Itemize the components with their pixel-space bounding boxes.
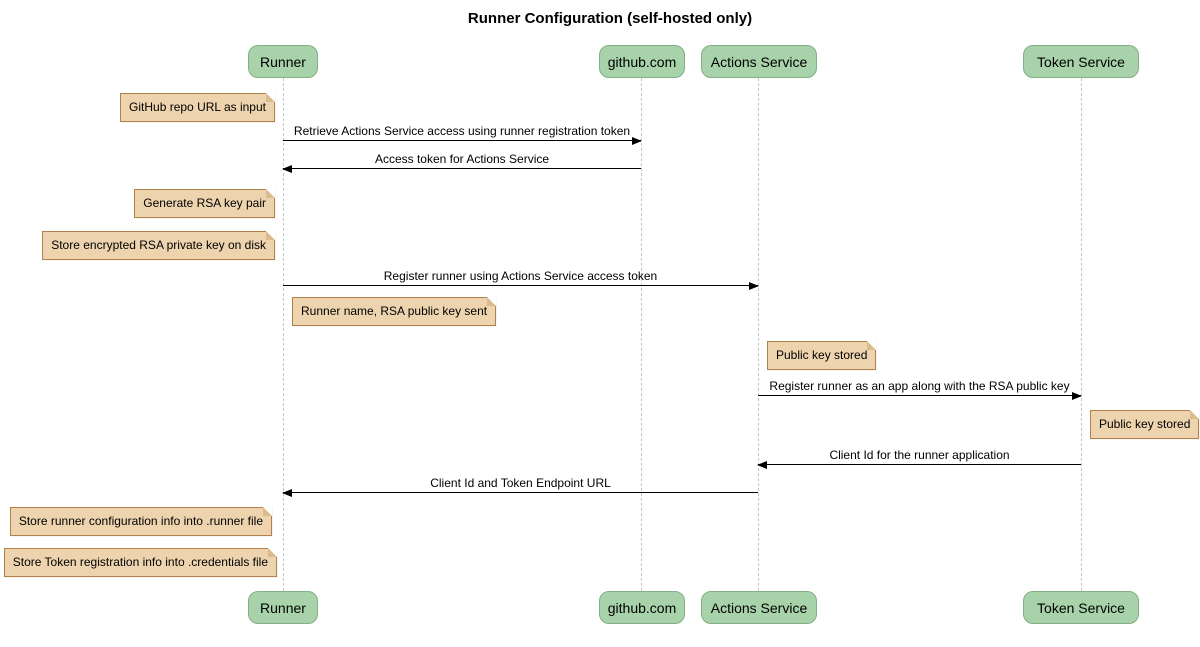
message-label: Client Id for the runner application bbox=[829, 448, 1010, 462]
participant-actions-service-top: Actions Service bbox=[701, 45, 817, 78]
arrowhead-left-icon bbox=[282, 165, 292, 173]
lifeline-token-service bbox=[1081, 78, 1082, 591]
arrowhead-left-icon bbox=[282, 489, 292, 497]
note-generate-rsa-key-pair: Generate RSA key pair bbox=[134, 189, 275, 218]
participant-runner-top: Runner bbox=[248, 45, 318, 78]
message-retrieve-actions-access: Retrieve Actions Service access using ru… bbox=[283, 121, 642, 145]
note-runner-name-sent: Runner name, RSA public key sent bbox=[292, 297, 497, 326]
arrowhead-right-icon bbox=[1072, 392, 1082, 400]
arrowhead-left-icon bbox=[757, 461, 767, 469]
arrowhead-right-icon bbox=[632, 137, 642, 145]
note-store-runner-file: Store runner configuration info into .ru… bbox=[9, 507, 273, 536]
message-client-id-endpoint: Client Id and Token Endpoint URL bbox=[282, 473, 758, 497]
note-github-repo-url: GitHub repo URL as input bbox=[120, 93, 275, 122]
lifeline-actions-service bbox=[758, 78, 759, 591]
lifeline-github bbox=[641, 78, 642, 591]
message-label: Access token for Actions Service bbox=[374, 152, 550, 166]
message-client-id: Client Id for the runner application bbox=[757, 445, 1081, 469]
arrowhead-right-icon bbox=[749, 282, 759, 290]
message-register-runner: Register runner using Actions Service ac… bbox=[283, 266, 759, 290]
message-label: Client Id and Token Endpoint URL bbox=[430, 476, 611, 490]
note-store-private-key: Store encrypted RSA private key on disk bbox=[42, 231, 275, 260]
diagram-title: Runner Configuration (self-hosted only) bbox=[467, 10, 753, 27]
note-public-key-stored-actions: Public key stored bbox=[767, 341, 877, 370]
participant-github-top: github.com bbox=[599, 45, 685, 78]
note-store-credentials-file: Store Token registration info into .cred… bbox=[3, 548, 278, 577]
participant-token-service-top: Token Service bbox=[1023, 45, 1139, 78]
participant-github-bottom: github.com bbox=[599, 591, 685, 624]
message-label: Retrieve Actions Service access using ru… bbox=[293, 124, 631, 138]
message-access-token: Access token for Actions Service bbox=[282, 149, 641, 173]
message-label: Register runner using Actions Service ac… bbox=[383, 269, 658, 283]
participant-token-service-bottom: Token Service bbox=[1023, 591, 1139, 624]
message-label: Register runner as an app along with the… bbox=[769, 379, 1070, 393]
message-register-app: Register runner as an app along with the… bbox=[758, 376, 1082, 400]
lifeline-runner bbox=[283, 78, 284, 591]
participant-actions-service-bottom: Actions Service bbox=[701, 591, 817, 624]
note-public-key-stored-token: Public key stored bbox=[1090, 410, 1200, 439]
participant-runner-bottom: Runner bbox=[248, 591, 318, 624]
